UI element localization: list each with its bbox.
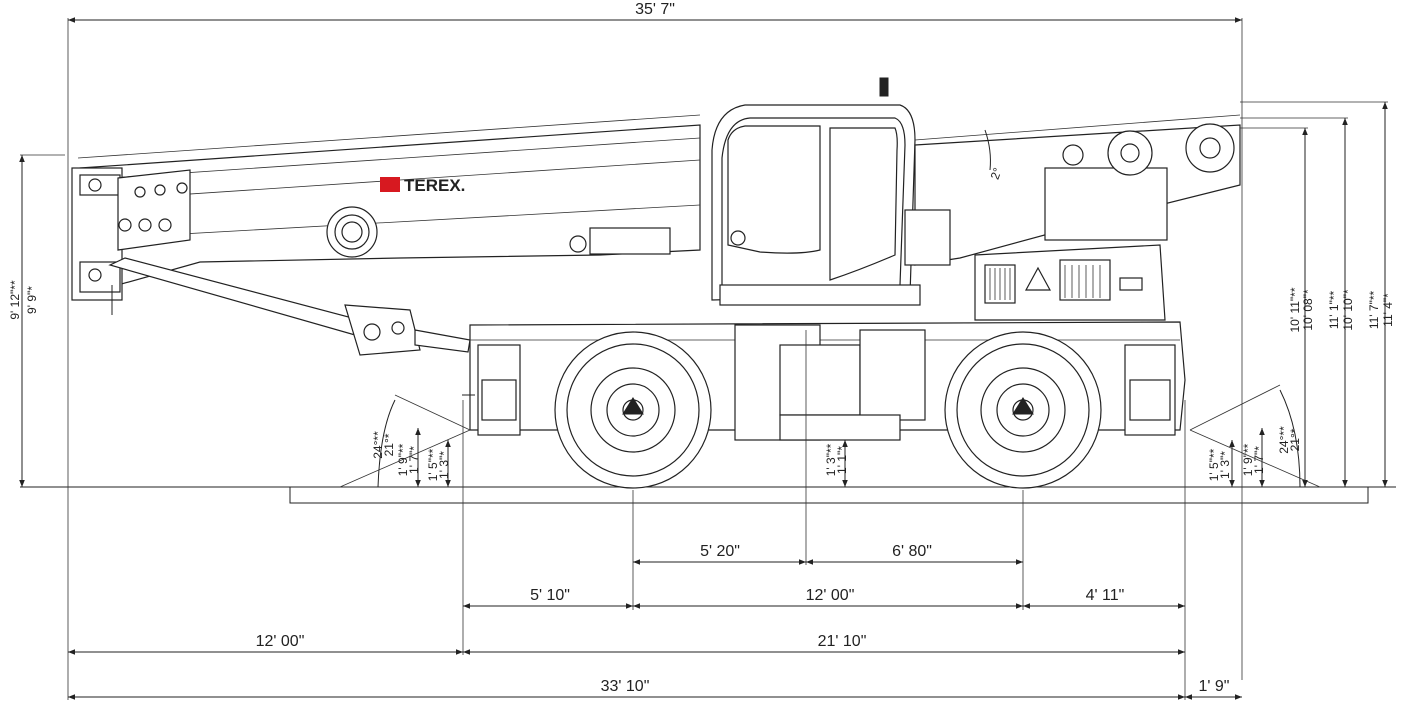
boom-angle: 2°: [988, 166, 1005, 182]
height-cab-a: 10' 11"**: [1288, 287, 1302, 332]
front-angle-b: 21°*: [382, 433, 396, 456]
dim-overall-top: 35' 7": [635, 1, 675, 18]
rear-clear-d: 1' 3"*: [1218, 451, 1232, 479]
height-top-b: 10' 10"*: [1341, 289, 1355, 331]
rear-clear-a: 1' 9"**: [1241, 443, 1255, 476]
crane: TEREX.: [71, 77, 1241, 489]
terex-logo-text: TEREX.: [404, 176, 465, 195]
lift-cylinder: [108, 257, 471, 356]
rear-angle-a: 24°**: [1277, 426, 1291, 454]
dim-center-rear-axle: 6' 80": [892, 543, 932, 560]
height-top-a: 11' 1"**: [1327, 290, 1341, 329]
dim-axle-center-front: 5' 20": [700, 543, 740, 560]
front-clear-d: 1' 3"*: [437, 451, 451, 479]
front-angle-a: 24°**: [371, 431, 385, 459]
dim-boom-height-b: 9' 9"*: [25, 286, 39, 314]
rear-angle-arc: [1279, 389, 1301, 488]
rear-wheel: [944, 331, 1102, 489]
boom: TEREX.: [71, 114, 701, 301]
extension-lines: [20, 18, 1388, 700]
height-max-b: 11' 4"*: [1381, 293, 1395, 327]
dim-chassis-length: 21' 10": [818, 633, 867, 650]
front-wheel: [554, 331, 712, 489]
front-clear-c: 1' 5"**: [426, 448, 440, 481]
dim-boom-height-a: 9' 12"**: [8, 280, 22, 320]
front-clear-b: 1' 7"*: [407, 446, 421, 474]
dim-front-overhang: 12' 00": [256, 633, 305, 650]
cab: [711, 77, 921, 306]
center-clear-b: 1' 1"*: [835, 446, 849, 474]
terex-logo-mark: [380, 177, 400, 192]
height-cab-b: 10' 08"*: [1301, 289, 1315, 331]
front-clear-a: 1' 9"**: [396, 443, 410, 476]
dim-rear-extension: 1' 9": [1199, 678, 1230, 695]
ground-line: [20, 486, 1396, 504]
boom-angle-arc: [984, 129, 991, 171]
superstructure: [904, 114, 1241, 266]
height-max-a: 11' 7"**: [1367, 290, 1381, 329]
center-clear-a: 1' 3"**: [824, 443, 838, 476]
rear-clear-c: 1' 5"**: [1207, 448, 1221, 481]
dim-rear-axle-chassis: 4' 11": [1086, 587, 1125, 604]
dim-front-axle-chassis: 5' 10": [530, 587, 570, 604]
front-angle-arc: [377, 399, 396, 488]
dim-overall-bottom: 33' 10": [601, 678, 650, 695]
rear-angle-b: 21°*: [1288, 428, 1302, 451]
engine-hood: [974, 244, 1166, 321]
dim-wheelbase: 12' 00": [806, 587, 855, 604]
